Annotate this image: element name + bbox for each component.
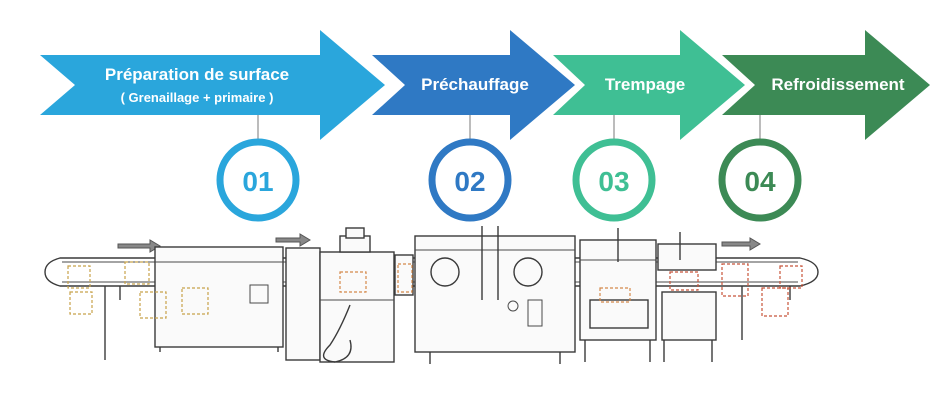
step-number-4: 04	[744, 166, 776, 197]
basket	[339, 271, 367, 293]
dip-tank-liquid	[589, 299, 649, 329]
station-dip	[579, 228, 657, 362]
step-title-2: Préchauffage	[421, 75, 529, 94]
step-title-4: Refroidissement	[771, 75, 905, 94]
step-arrows	[40, 30, 930, 140]
basket	[124, 261, 167, 319]
step-connectors	[257, 115, 761, 140]
step-arrow-3	[553, 30, 745, 140]
basket	[67, 265, 93, 315]
station-primer	[285, 227, 414, 363]
step-badge-2: 02	[428, 138, 512, 222]
step-badge-1: 01	[216, 138, 300, 222]
hanging-baskets	[67, 261, 803, 319]
basket	[761, 265, 803, 317]
step-number-3: 03	[598, 166, 629, 197]
station-cooling	[657, 232, 717, 362]
basket	[599, 287, 631, 303]
step-subtitle-1: ( Grenaillage + primaire )	[121, 90, 274, 105]
step-number-2: 02	[454, 166, 485, 197]
basket	[721, 263, 749, 297]
step-badge-ring-2	[428, 138, 512, 222]
station-blasting	[104, 246, 284, 360]
step-badge-3: 03	[572, 138, 656, 222]
step-number-1: 01	[242, 166, 273, 197]
basket	[669, 271, 699, 291]
station-preheat	[414, 226, 576, 364]
conveyor-rail	[44, 257, 819, 287]
step-badge-ring-4	[718, 138, 802, 222]
basket	[397, 263, 413, 293]
step-badge-ring-3	[572, 138, 656, 222]
step-arrow-2	[372, 30, 575, 140]
step-badge-4: 04	[718, 138, 802, 222]
step-badge-ring-1	[216, 138, 300, 222]
step-arrow-1	[40, 30, 385, 140]
step-title-3: Trempage	[605, 75, 685, 94]
step-arrow-4	[722, 30, 930, 140]
conveyor-illustration	[44, 226, 819, 364]
basket	[181, 287, 209, 315]
step-title-1: Préparation de surface	[105, 65, 289, 84]
